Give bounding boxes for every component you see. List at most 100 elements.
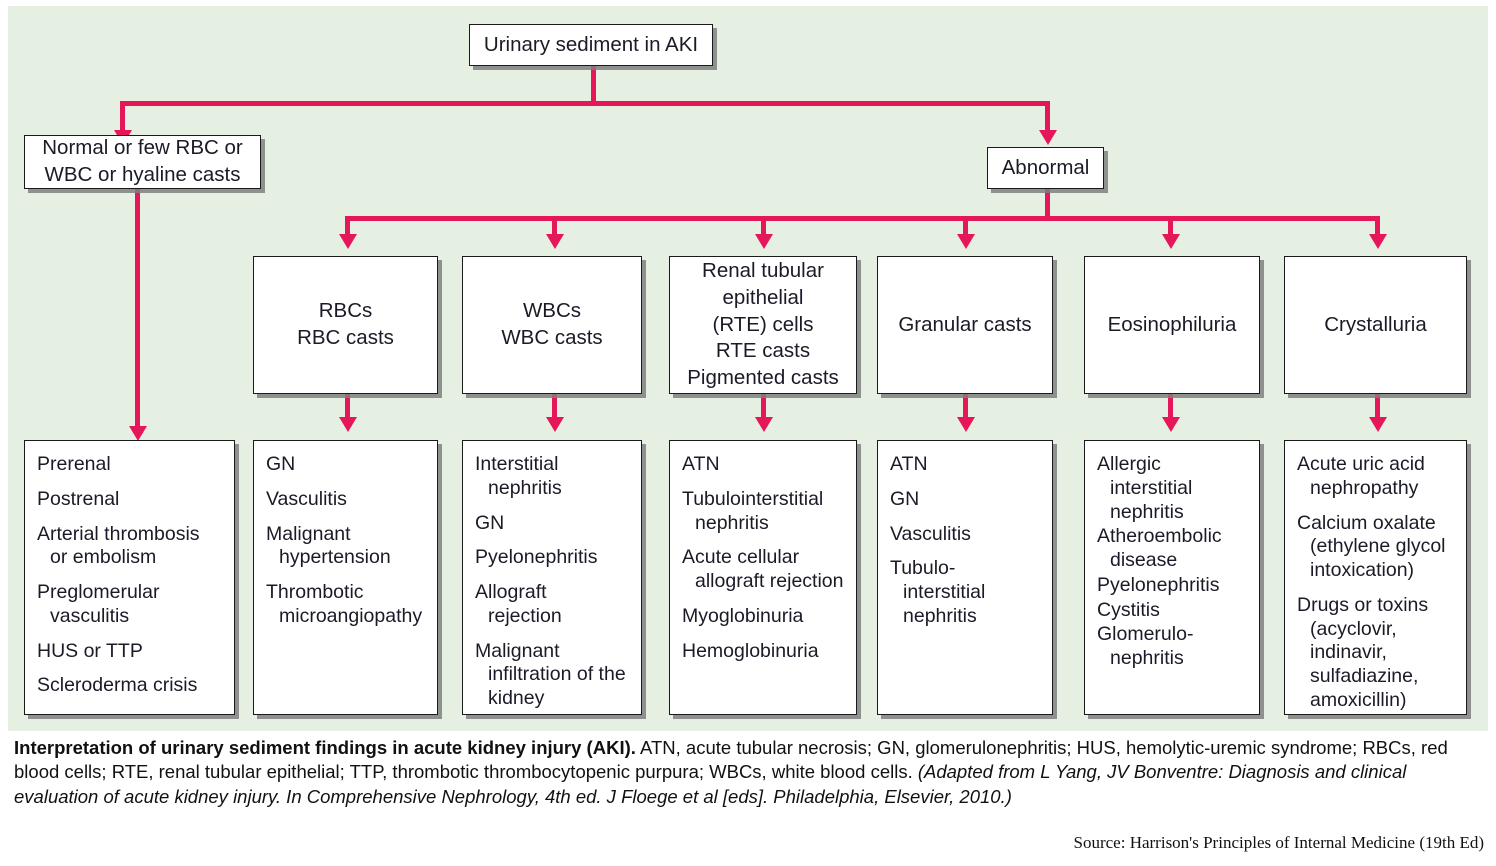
list-item: Cystitis bbox=[1097, 598, 1160, 621]
figure-caption: Interpretation of urinary sediment findi… bbox=[14, 736, 1484, 809]
node-category-eosinophiluria[interactable]: Eosinophiluria bbox=[1084, 256, 1260, 394]
list-item: Glomerulo- nephritis bbox=[1097, 623, 1194, 670]
connector-bus-to-rbc bbox=[345, 216, 350, 237]
list-item: Pyelonephritis bbox=[1097, 573, 1220, 596]
list-item: Pyelonephritis bbox=[475, 546, 598, 569]
list-item: Vasculitis bbox=[266, 487, 347, 510]
list-item: Allergic interstitial nephritis bbox=[1097, 453, 1193, 523]
list-item: Tubulointerstitial nephritis bbox=[682, 487, 824, 534]
node-abnormal-label: Abnormal bbox=[1001, 155, 1090, 179]
connector-bus-to-wbc bbox=[552, 216, 557, 237]
node-category-rte[interactable]: Renal tubular epithelial (RTE) cells RTE… bbox=[669, 256, 857, 394]
node-abnormal[interactable]: Abnormal bbox=[987, 147, 1104, 189]
list-item: Thrombotic microangiopathy bbox=[266, 581, 423, 627]
arrowhead-granular-to-leaf bbox=[956, 417, 975, 432]
arrowhead-crystalluria-to-leaf bbox=[1368, 417, 1387, 432]
list-item: Drugs or toxins (acyclovir, indinavir, s… bbox=[1297, 593, 1429, 712]
list-item: GN bbox=[890, 487, 920, 510]
node-category-rbc-label: RBCs RBC casts bbox=[297, 299, 394, 349]
list-item: Tubulo- interstitial nephritis bbox=[890, 557, 986, 627]
list-item: Acute uric acid nephropathy bbox=[1297, 453, 1425, 499]
node-category-rbc[interactable]: RBCs RBC casts bbox=[253, 256, 438, 394]
connector-bus-to-eosinophiluria bbox=[1168, 216, 1173, 237]
list-item: Postrenal bbox=[37, 487, 120, 510]
list-item: Atheroembolic disease bbox=[1097, 525, 1222, 572]
connector-bus-to-rte bbox=[761, 216, 766, 237]
caption-source: Source: Harrison's Principles of Interna… bbox=[1073, 833, 1484, 852]
arrowhead-bus-to-wbc bbox=[545, 234, 564, 249]
list-item: Myoglobinuria bbox=[682, 604, 804, 627]
list-item: Hemoglobinuria bbox=[682, 639, 819, 662]
list-item: ATN bbox=[890, 453, 928, 475]
arrowhead-rbc-to-leaf bbox=[338, 417, 357, 432]
node-root-label: Urinary sediment in AKI bbox=[483, 32, 699, 56]
connector-bus-to-granular bbox=[963, 216, 968, 237]
connector-rte-to-leaf bbox=[761, 394, 766, 420]
node-category-rte-label: Renal tubular epithelial (RTE) cells RTE… bbox=[687, 259, 839, 389]
list-item: Preglomerular vasculitis bbox=[37, 581, 160, 627]
list-item: Vasculitis bbox=[890, 522, 971, 545]
caption-title: Interpretation of urinary sediment findi… bbox=[14, 737, 636, 758]
list-item: GN bbox=[266, 453, 296, 475]
list-item: Arterial thrombosis or embolism bbox=[37, 522, 200, 569]
list-item: Acute cellular allograft rejection bbox=[682, 546, 844, 593]
connector-bus-to-crystalluria bbox=[1375, 216, 1380, 237]
caption-abbreviations: ATN, acute tubular necrosis; GN, glomeru… bbox=[14, 737, 1448, 783]
connector-wbc-to-leaf bbox=[552, 394, 557, 420]
connector-normal-to-leaf bbox=[135, 189, 140, 429]
list-item: GN bbox=[475, 511, 505, 534]
node-category-granular-label: Granular casts bbox=[898, 312, 1032, 336]
node-category-wbc-label: WBCs WBC casts bbox=[501, 299, 603, 349]
list-item: ATN bbox=[682, 453, 720, 475]
node-category-wbc[interactable]: WBCs WBC casts bbox=[462, 256, 642, 394]
list-item: Malignant infiltration of the kidney bbox=[475, 639, 626, 710]
arrowhead-bus-to-rbc bbox=[338, 234, 357, 249]
connector-root-down bbox=[591, 66, 596, 101]
connector-rbc-to-leaf bbox=[345, 394, 350, 420]
arrowhead-normal-to-leaf bbox=[128, 426, 147, 441]
node-normal-or-few-label: Normal or few RBC or WBC or hyaline cast… bbox=[42, 136, 243, 186]
node-root[interactable]: Urinary sediment in AKI bbox=[469, 24, 713, 66]
list-item: Malignant hypertension bbox=[266, 522, 391, 569]
diagram-panel: Urinary sediment in AKI Normal or few RB… bbox=[8, 6, 1488, 731]
connector-abnormal-bus bbox=[345, 216, 1375, 221]
node-normal-or-few[interactable]: Normal or few RBC or WBC or hyaline cast… bbox=[24, 135, 261, 189]
list-item: Scleroderma crisis bbox=[37, 674, 198, 697]
arrowhead-bus-to-rte bbox=[754, 234, 773, 249]
arrowhead-wbc-to-leaf bbox=[545, 417, 564, 432]
connector-eosinophiluria-to-leaf bbox=[1168, 394, 1173, 420]
list-item: Prerenal bbox=[37, 453, 111, 475]
connector-root-bus bbox=[120, 101, 1050, 106]
connector-abnormal-down bbox=[1045, 189, 1050, 216]
connector-crystalluria-to-leaf bbox=[1375, 394, 1380, 420]
list-item: Interstitial nephritis bbox=[475, 453, 562, 499]
arrowhead-bus-to-eosinophiluria bbox=[1161, 234, 1180, 249]
node-category-granular[interactable]: Granular casts bbox=[877, 256, 1053, 394]
connector-granular-to-leaf bbox=[963, 394, 968, 420]
arrowhead-to-abnormal bbox=[1038, 130, 1057, 145]
connector-to-abnormal bbox=[1045, 101, 1050, 133]
arrowhead-eosinophiluria-to-leaf bbox=[1161, 417, 1180, 432]
list-item: HUS or TTP bbox=[37, 639, 143, 662]
list-item: Allograft rejection bbox=[475, 581, 562, 627]
node-category-eosinophiluria-label: Eosinophiluria bbox=[1107, 312, 1237, 336]
node-category-crystalluria[interactable]: Crystalluria bbox=[1284, 256, 1467, 394]
node-category-crystalluria-label: Crystalluria bbox=[1324, 312, 1427, 336]
arrowhead-rte-to-leaf bbox=[754, 417, 773, 432]
arrowhead-bus-to-crystalluria bbox=[1368, 234, 1387, 249]
connector-to-normal bbox=[120, 101, 125, 133]
